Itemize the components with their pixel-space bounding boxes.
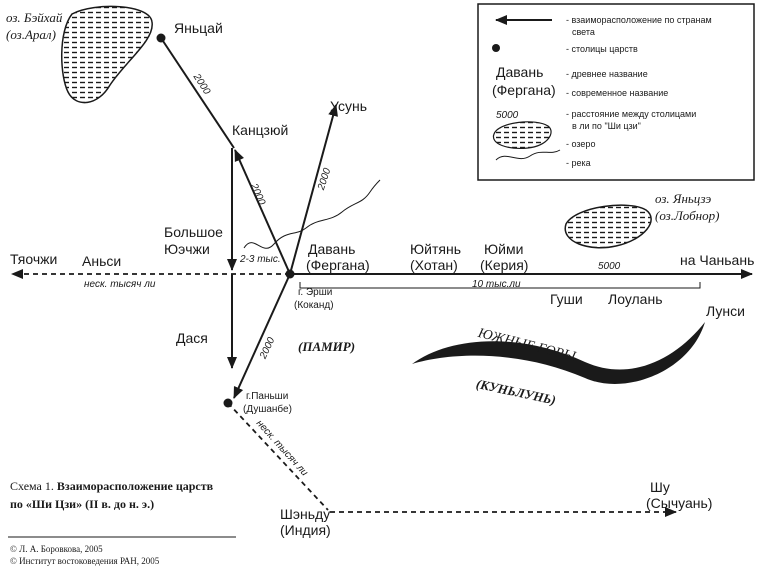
label-lake-aral-2: (оз.Арал) xyxy=(6,27,56,42)
legend-lake-sample xyxy=(492,121,552,149)
legend-box xyxy=(477,3,755,181)
label-lake-lobnor-1: оз. Яньцзэ xyxy=(655,191,712,206)
caption-line-1: Схема 1. Взаиморасположение царств xyxy=(10,478,213,494)
legend-ancient-name: Давань xyxy=(496,64,544,80)
route-yantsai-kantszyui xyxy=(160,37,235,149)
lake-aral xyxy=(61,5,153,104)
legend-distance-sample: 5000 xyxy=(496,110,519,121)
legend-capital-desc: - столицы царств xyxy=(566,44,638,54)
label-dasia: Дася xyxy=(176,330,208,346)
label-panshi-1: г.Паньши xyxy=(246,391,289,402)
label-lake-lobnor-2: (оз.Лобнор) xyxy=(655,208,720,223)
label-yuimi-modern: (Керия) xyxy=(480,257,529,273)
label-davan: Давань xyxy=(308,241,356,257)
label-bolshoe: Большое xyxy=(164,224,223,240)
distance-davan-yuechzhi: 2-3 тыс. xyxy=(240,254,281,265)
legend-capital-sample xyxy=(492,44,500,52)
label-na-chanan: на Чаньань xyxy=(680,252,755,268)
label-yuitian: Юйтянь xyxy=(410,241,461,257)
route-davan-kantszyui xyxy=(234,149,291,275)
legend-distance-desc-1: - расстояние между столицами xyxy=(566,109,697,119)
route-davan-panshi xyxy=(233,273,291,399)
legend-river-desc: - река xyxy=(566,158,591,168)
label-shendu: Шэньду xyxy=(280,506,331,522)
capital-panshi xyxy=(223,398,233,408)
credit-institute: © Институт востоковедения РАН, 2005 xyxy=(10,556,160,566)
label-panshi-2: (Душанбе) xyxy=(243,404,292,415)
distance-ten-thousand: 10 тыс.ли xyxy=(472,279,521,290)
label-loulan: Лоулань xyxy=(608,291,663,307)
caption-title: Взаиморасположение царств xyxy=(56,479,214,493)
legend-lake-desc: - озеро xyxy=(566,139,596,149)
label-pamir: (ПАМИР) xyxy=(298,339,356,354)
legend-arrow-desc-1: - взаиморасположение по странам xyxy=(566,15,712,25)
label-yuimi: Юйми xyxy=(484,241,524,257)
lake-lobnor xyxy=(564,204,652,249)
mountains-kunlun xyxy=(412,322,705,384)
capital-davan xyxy=(285,269,295,279)
legend-arrow-desc-2: света xyxy=(572,27,595,37)
label-lake-aral-1: оз. Бэйхай xyxy=(6,10,63,25)
label-tiaochzhi: Тяочжи xyxy=(10,251,58,267)
label-ansi: Аньси xyxy=(82,253,122,269)
legend-modern-name: (Фергана) xyxy=(492,82,556,98)
legend-distance-desc-2: в ли по "Ши цзи" xyxy=(572,121,641,131)
caption-line-2: по «Ши Цзи» (II в. до н. э.) xyxy=(10,497,155,511)
distance-east: 5000 xyxy=(598,261,621,272)
route-davan-usun xyxy=(289,104,338,275)
capital-yantsai xyxy=(156,33,166,43)
label-gushi: Гуши xyxy=(550,291,583,307)
label-davan-modern: (Фергана) xyxy=(306,257,370,273)
legend-river-sample xyxy=(495,149,561,161)
legend-modern-desc: - современное название xyxy=(566,88,669,98)
label-yuechzhi: Юэчжи xyxy=(164,241,210,257)
route-panshi-shendu xyxy=(227,402,329,511)
caption-prefix: Схема 1. xyxy=(10,479,54,493)
distance-bracket xyxy=(299,282,701,289)
label-shu: Шу xyxy=(650,479,670,495)
label-shendu-modern: (Индия) xyxy=(280,522,331,538)
label-usun: Усунь xyxy=(330,98,367,114)
label-lunsi: Лунси xyxy=(706,303,745,319)
label-ershi-1: г. Эрши xyxy=(298,287,333,298)
label-yuitian-modern: (Хотан) xyxy=(410,257,458,273)
river xyxy=(243,179,381,249)
label-kantszyui: Канцзюй xyxy=(232,122,289,138)
label-ershi-2: (Коканд) xyxy=(294,300,334,311)
legend-ancient-desc: - древнее название xyxy=(566,69,648,79)
label-yantsai: Яньцай xyxy=(174,20,223,36)
label-shu-modern: (Сычуань) xyxy=(646,495,713,511)
distance-west: неск. тысяч ли xyxy=(84,279,156,290)
credit-author: © Л. А. Боровкова, 2005 xyxy=(10,544,103,554)
